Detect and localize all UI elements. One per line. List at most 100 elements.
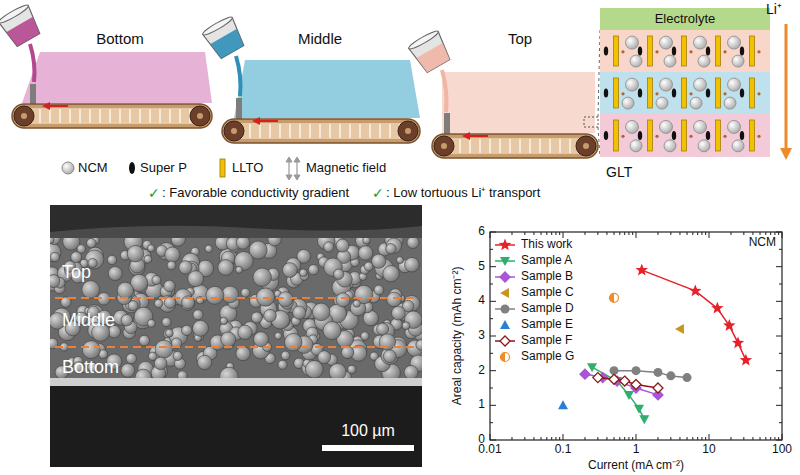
li-dot	[621, 92, 624, 95]
ncm-symbol	[62, 162, 74, 174]
circle-marker	[666, 371, 675, 380]
star-marker	[740, 354, 752, 366]
major-tick	[776, 232, 782, 233]
ncm-particle	[664, 140, 676, 152]
minor-tick	[779, 422, 782, 423]
ncm-particle	[660, 36, 673, 49]
ncm-particle	[630, 140, 642, 152]
sem-substrate	[50, 386, 422, 467]
li-dot	[621, 135, 624, 138]
minor-tick	[584, 232, 585, 235]
sem-particle	[144, 255, 152, 263]
sem-particle	[377, 323, 389, 335]
belt-arrowhead	[252, 117, 260, 125]
scale-bar	[322, 445, 414, 451]
major-tick	[709, 434, 710, 440]
ncm-particle	[630, 55, 642, 67]
data-series	[593, 373, 663, 393]
sem-particle	[353, 300, 360, 307]
minor-tick	[687, 232, 688, 235]
minor-tick	[533, 437, 534, 440]
major-tick	[776, 301, 782, 302]
legend-sample	[495, 239, 515, 251]
legend-text: Sample C	[521, 286, 574, 300]
belt-slat	[59, 109, 60, 123]
minor-tick	[774, 437, 775, 440]
belt-slat	[539, 139, 540, 153]
sem-particle	[147, 319, 155, 327]
roller-axle	[441, 143, 447, 149]
bucket	[201, 15, 247, 61]
diamond-marker	[580, 369, 590, 379]
chart	[490, 232, 782, 440]
layer-label: Bottom	[62, 357, 119, 378]
llto-symbol	[220, 159, 225, 177]
minor-tick	[584, 437, 585, 440]
sem-particle	[293, 306, 306, 319]
tick-label: 4	[478, 294, 485, 308]
minor-tick	[619, 232, 620, 235]
sem-particle	[323, 322, 341, 340]
llto-rod	[716, 78, 721, 108]
sem-particle	[386, 238, 401, 253]
ncm-particle	[660, 78, 673, 91]
ncm-particle	[698, 55, 710, 67]
li-flow-arrowhead	[780, 148, 792, 160]
sem-particle	[171, 238, 185, 246]
sem-particle	[139, 335, 150, 346]
sem-particle	[155, 340, 173, 358]
minor-tick	[555, 232, 556, 235]
sem-particles	[50, 238, 422, 378]
legend-sample	[495, 305, 515, 314]
sem-particle	[173, 351, 182, 360]
sem-particle	[193, 310, 203, 320]
roller	[190, 106, 210, 126]
diamond-marker	[653, 383, 663, 393]
sem-electrode	[50, 238, 422, 378]
roller	[434, 136, 454, 156]
minor-tick	[490, 249, 493, 250]
belt-slat	[479, 139, 480, 153]
minor-tick	[559, 437, 560, 440]
minor-tick	[760, 437, 761, 440]
li-dot	[655, 135, 658, 138]
llto-rod	[648, 78, 653, 108]
li-dot	[621, 50, 624, 53]
llto-rod	[682, 120, 687, 151]
magnetic-field-symbol	[286, 157, 300, 180]
axis-title: Current (mA cm⁻²)	[588, 459, 684, 473]
minor-tick	[760, 232, 761, 235]
sem-particle	[121, 314, 133, 326]
li-dot	[689, 50, 692, 53]
sem-particle	[254, 332, 269, 347]
major-tick	[636, 434, 637, 440]
belt-slat	[69, 109, 70, 123]
minor-tick	[779, 249, 782, 250]
triangle-marker	[624, 391, 634, 400]
zoom-particles	[604, 36, 761, 152]
sem-particle	[383, 266, 399, 282]
step-title: Bottom	[96, 30, 144, 47]
sem-particle	[188, 271, 204, 287]
belt-slat	[119, 109, 120, 123]
minor-tick	[628, 437, 629, 440]
sem-particle	[193, 320, 209, 336]
bucket-slurry	[7, 17, 42, 48]
sem-particle	[236, 238, 249, 249]
belt-slat	[89, 109, 90, 123]
belt-slat	[129, 109, 130, 123]
sem-particle	[278, 360, 287, 369]
sem-particle	[361, 332, 369, 340]
axis-title: Areal capacity (mAh cm⁻²)	[451, 267, 465, 406]
belt-slat	[169, 109, 170, 123]
ncm-particle	[690, 97, 702, 109]
minor-tick	[546, 437, 547, 440]
minor-tick	[701, 437, 702, 440]
minor-tick	[490, 318, 493, 319]
major-tick	[563, 232, 564, 238]
ion-label: Li⁺	[766, 1, 782, 17]
belt-slat	[99, 109, 100, 123]
sem-particle	[82, 341, 100, 359]
circle-marker	[683, 373, 692, 382]
sem-particle	[82, 281, 100, 299]
